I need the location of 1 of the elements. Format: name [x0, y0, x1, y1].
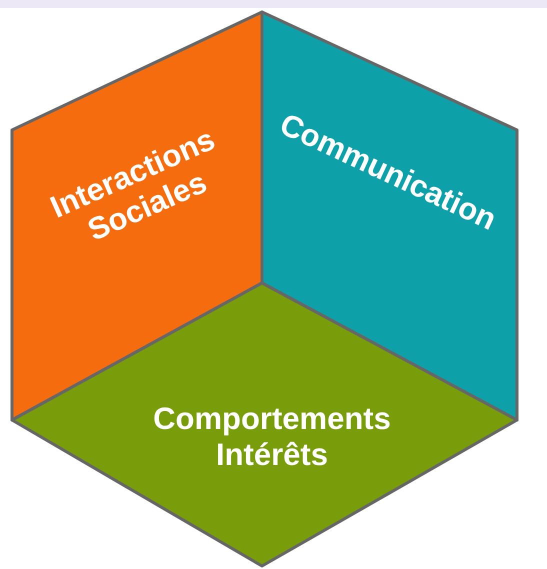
- face-label: Comportements Intérêts: [152, 401, 392, 473]
